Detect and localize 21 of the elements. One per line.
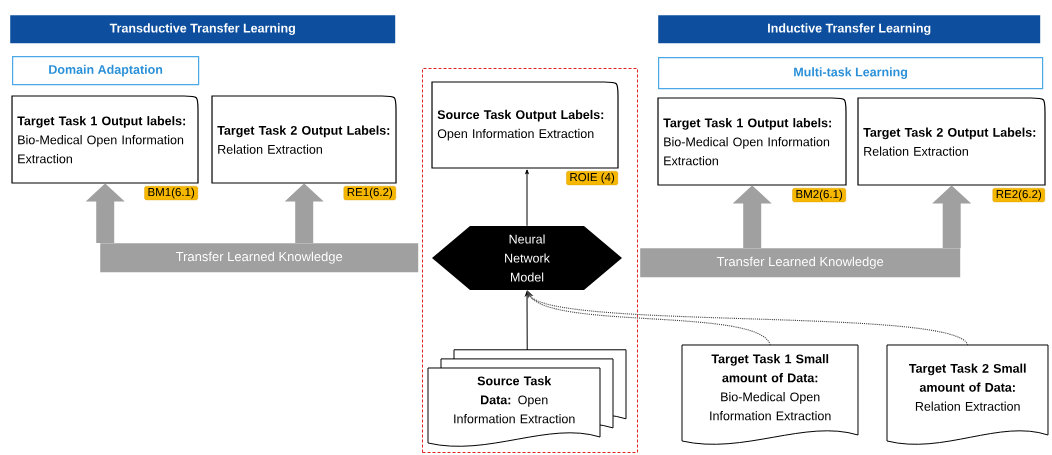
document-stack: Source Task Data: Open Information Extraction <box>427 349 627 447</box>
subtitle-box: Multi-task Learning <box>658 57 1044 90</box>
output-box: Source Task Output Labels: Open Information Extraction <box>431 81 619 169</box>
tag-label: RE2(6.2) <box>992 188 1045 203</box>
title-banner: Transductive Transfer Learning <box>10 15 396 44</box>
tag-label: BM2(6.1) <box>792 188 846 203</box>
tag-label: ROIE (4) <box>566 171 618 186</box>
output-box: Target Task 2 Output Labels: Relation Extraction <box>857 97 1046 186</box>
arrow <box>525 291 529 351</box>
knowledge-band: Transfer Learned Knowledge <box>100 243 419 273</box>
output-box: Target Task 2 Output Labels: Relation Extraction <box>211 95 397 184</box>
knowledge-band: Transfer Learned Knowledge <box>640 248 961 278</box>
tag-label: RE1(6.2) <box>343 186 396 201</box>
arrow <box>525 169 529 227</box>
model-hexagon: Neural Network Model <box>432 226 622 290</box>
subtitle-box: Domain Adaptation <box>12 56 200 86</box>
output-box: Target Task 1 Output labels: Bio-Medical Open Information Extraction <box>657 97 847 186</box>
title-banner: Inductive Transfer Learning <box>658 15 1041 44</box>
tag-label: BM1(6.1) <box>144 186 198 201</box>
dashed-frame <box>422 68 638 453</box>
output-box: Target Task 1 Output labels: Bio-Medical Open Information Extraction <box>11 95 199 184</box>
